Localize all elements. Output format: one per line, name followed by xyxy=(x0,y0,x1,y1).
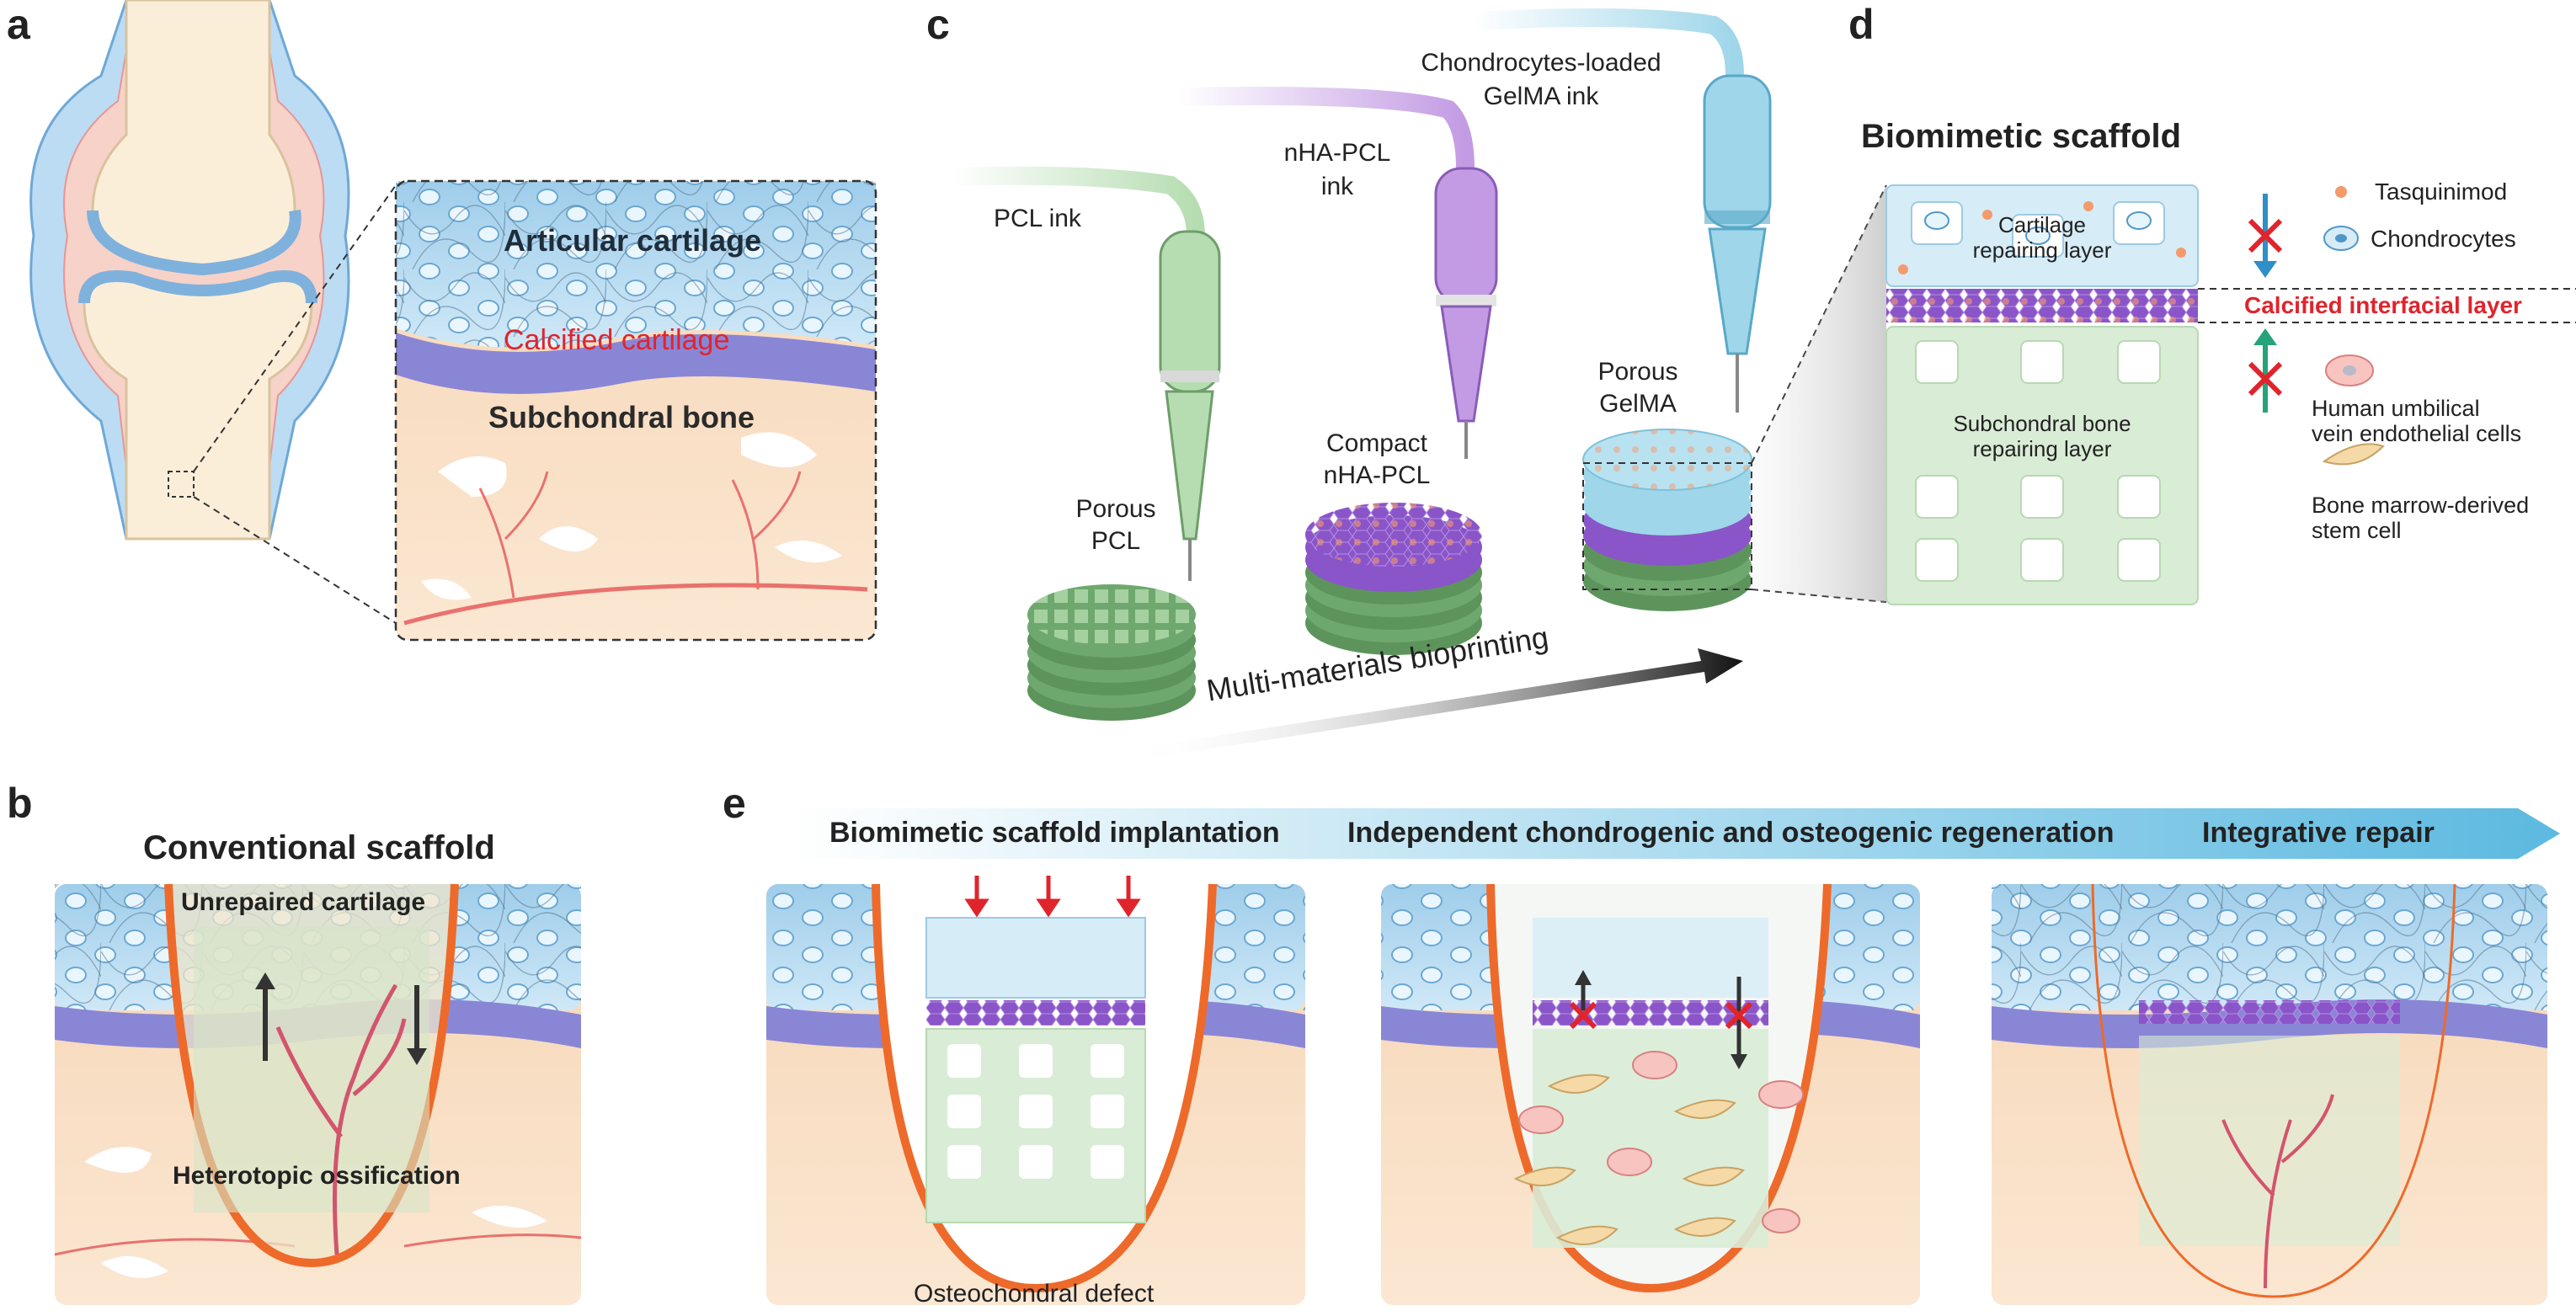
panel-letter-d: d xyxy=(1848,1,1875,48)
pcl-stack xyxy=(1027,584,1196,721)
nha-ink-label-2: ink xyxy=(1320,173,1354,200)
gelma-printer xyxy=(1464,8,1772,413)
step-regeneration-label: Independent chondrogenic and osteogenic … xyxy=(1347,817,2115,849)
panel-letter-c: c xyxy=(926,1,950,48)
progress-arrow xyxy=(792,808,2560,859)
bone-layer-label-2: repairing layer xyxy=(1972,436,2112,461)
step-integrative-label: Integrative repair xyxy=(2202,817,2435,849)
porous-pcl-label-1: Porous xyxy=(1075,495,1156,523)
gelma-ink-label-1: Chondrocytes-loaded xyxy=(1421,49,1661,77)
panel-letter-a: a xyxy=(7,1,30,48)
bioprinting-arrow xyxy=(1128,648,1743,761)
biomimetic-scaffold xyxy=(1885,184,2576,605)
legend-huvec-1: Human umbilical xyxy=(2312,396,2480,421)
legend-bmsc-2: stem cell xyxy=(2312,518,2402,543)
step-implantation-label: Biomimetic scaffold implantation xyxy=(829,817,1280,849)
conventional-scaffold-title: Conventional scaffold xyxy=(143,829,495,866)
nha-printer xyxy=(1170,87,1498,459)
cartilage-layer-label-2: repairing layer xyxy=(1972,237,2112,263)
implantation-stage xyxy=(766,876,1305,1305)
compact-nha-label-1: Compact xyxy=(1325,429,1428,457)
legend-icons xyxy=(2248,186,2385,466)
osteochondral-zoom-box xyxy=(394,179,877,642)
unrepaired-cartilage-label: Unrepaired cartilage xyxy=(181,888,426,916)
interfacial-layer-label: Calcified interfacial layer xyxy=(2244,292,2522,318)
porous-gelma-label-2: GelMA xyxy=(1599,390,1677,418)
integrative-repair-stage xyxy=(1992,883,2547,1305)
cartilage-layer-label-1: Cartilage xyxy=(1997,212,2087,237)
legend-chondrocytes: Chondrocytes xyxy=(2371,226,2516,252)
legend-tasquinimod: Tasquinimod xyxy=(2375,178,2508,205)
legend-bmsc-1: Bone marrow-derived xyxy=(2312,493,2530,518)
porous-pcl-label-2: PCL xyxy=(1091,527,1141,555)
nha-stack xyxy=(1305,503,1482,655)
pcl-ink-label: PCL ink xyxy=(994,205,1081,232)
calcified-cartilage-label: Calcified cartilage xyxy=(504,324,730,356)
gelma-stack xyxy=(1582,429,1752,611)
joint-illustration xyxy=(29,0,397,624)
conventional-scaffold-illustration xyxy=(54,883,582,1305)
porous-gelma-label-1: Porous xyxy=(1597,358,1678,386)
panel-letter-e: e xyxy=(723,780,746,827)
subchondral-bone-label: Subchondral bone xyxy=(488,400,755,434)
nha-ink-label-1: nHA-PCL xyxy=(1283,139,1391,167)
biomimetic-scaffold-title: Biomimetic scaffold xyxy=(1861,118,2182,155)
pcl-printer xyxy=(942,166,1221,581)
legend-huvec-2: vein endothelial cells xyxy=(2312,421,2522,446)
compact-nha-label-2: nHA-PCL xyxy=(1323,461,1431,489)
panel-letter-b: b xyxy=(7,780,33,827)
regeneration-stage xyxy=(1381,883,1920,1305)
gelma-ink-label-2: GelMA ink xyxy=(1483,83,1599,110)
heterotopic-ossification-label: Heterotopic ossification xyxy=(173,1162,461,1190)
osteochondral-defect-label: Osteochondral defect xyxy=(914,1280,1155,1308)
bone-layer-label-1: Subchondral bone xyxy=(1953,411,2131,436)
articular-cartilage-label: Articular cartilage xyxy=(504,223,762,258)
